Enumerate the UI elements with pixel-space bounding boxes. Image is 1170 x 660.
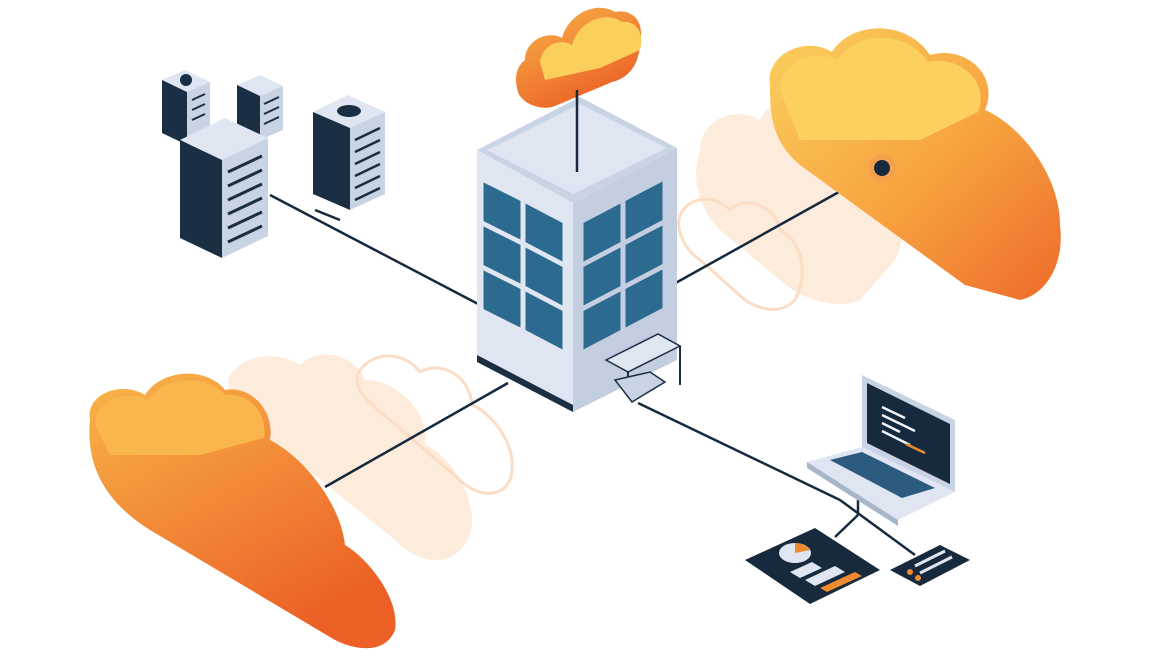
server-rack-icon bbox=[180, 118, 268, 258]
smartphone-icon bbox=[890, 545, 970, 586]
laptop-icon bbox=[807, 375, 955, 526]
link-servers-b bbox=[314, 208, 341, 222]
server-rack-cluster bbox=[162, 70, 385, 258]
building-icon bbox=[477, 90, 682, 412]
tablet-chart-icon bbox=[745, 528, 880, 604]
link-servers bbox=[269, 193, 481, 307]
server-rack-icon bbox=[237, 75, 283, 140]
entrance-canopy bbox=[604, 333, 682, 403]
link-tablet-b bbox=[834, 514, 859, 538]
link-smartphone bbox=[839, 498, 916, 557]
cloud-icon bbox=[769, 28, 1061, 301]
cloud-icon bbox=[89, 373, 396, 649]
link-cloud-left bbox=[324, 381, 509, 489]
building-windows-right bbox=[580, 176, 666, 355]
storage-server-icon bbox=[313, 95, 385, 210]
ghost-cloud-left bbox=[228, 354, 514, 560]
connection-lines bbox=[269, 90, 916, 557]
building-windows-left bbox=[480, 177, 566, 355]
link-laptop bbox=[637, 401, 841, 502]
cloud-icon bbox=[515, 7, 642, 108]
